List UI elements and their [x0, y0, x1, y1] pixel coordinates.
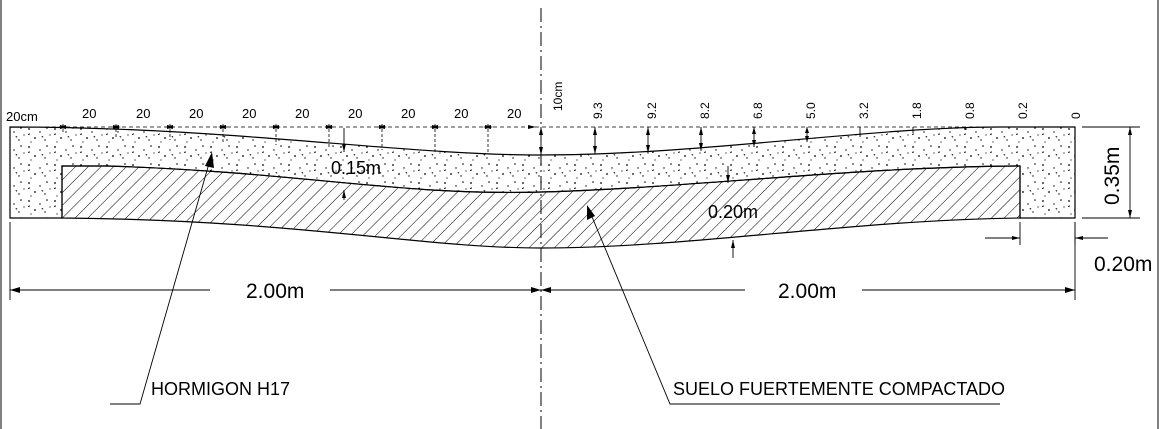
dim-label-left-4: 20 — [242, 106, 256, 121]
dim-label-right-2: 9.2 — [645, 102, 659, 119]
span-arrowhead-1 — [10, 287, 20, 293]
dim-label-right-9: 0.2 — [1016, 102, 1030, 119]
total-height-label: 0.35m — [1101, 147, 1124, 205]
dim-label-right-10: 0 — [1069, 112, 1083, 119]
concrete-label: HORMIGON H17 — [151, 379, 290, 399]
dim-label-first: 20cm — [6, 109, 38, 124]
concrete-thickness-label: 0.15m — [331, 158, 381, 178]
top-arrows — [58, 125, 536, 129]
dim-label-left-7: 20 — [401, 106, 415, 121]
dim-label-left-6: 20 — [348, 106, 362, 121]
height-arrowhead-bottom — [1128, 210, 1132, 218]
height-arrowhead-top — [1128, 127, 1132, 135]
span-arrowhead-2 — [531, 287, 541, 293]
dim-label-center: 10cm — [551, 82, 565, 111]
soil-leader-line — [589, 211, 1000, 405]
right-span-label: 2.00m — [778, 280, 836, 303]
dim-label-right-3: 8.2 — [698, 102, 712, 119]
edge-width-label: 0.20m — [1094, 253, 1152, 276]
dim-label-left-9: 20 — [507, 106, 521, 121]
edge-arrowhead-left — [1012, 236, 1020, 240]
soil-thickness-arrowhead-bottom — [731, 240, 735, 248]
soil-label: SUELO FUERTEMENTE COMPACTADO — [673, 379, 1005, 399]
dim-label-right-6: 3.2 — [857, 102, 871, 119]
dim-label-left-8: 20 — [454, 106, 468, 121]
dim-label-left-3: 20 — [189, 106, 203, 121]
dim-label-right-1: 9.3 — [591, 102, 605, 119]
soil-leader-arrowhead — [587, 205, 595, 220]
concrete-thickness-arrowhead-top — [342, 144, 346, 152]
concrete-leader-line — [110, 159, 211, 405]
left-span-label: 2.00m — [246, 280, 304, 303]
dim-label-left-5: 20 — [295, 106, 309, 121]
dim-label-right-8: 0.8 — [963, 102, 977, 119]
soil-thickness-arrowhead-top — [726, 175, 730, 183]
edge-arrowhead-right — [1075, 236, 1083, 240]
right-depth-arrowheads — [539, 127, 809, 155]
concrete-thickness-arrowhead-bottom — [342, 190, 346, 198]
dim-label-left-1: 20 — [82, 106, 96, 121]
span-arrowhead-3 — [541, 287, 551, 293]
soil-thickness-label: 0.20m — [708, 202, 758, 222]
dim-label-right-5: 5.0 — [804, 102, 818, 119]
span-arrowhead-4 — [1065, 287, 1075, 293]
concrete-leader-arrowhead — [205, 152, 214, 168]
dim-label-right-4: 6.8 — [751, 102, 765, 119]
dim-label-left-2: 20 — [136, 106, 150, 121]
dim-label-right-7: 1.8 — [910, 102, 924, 119]
